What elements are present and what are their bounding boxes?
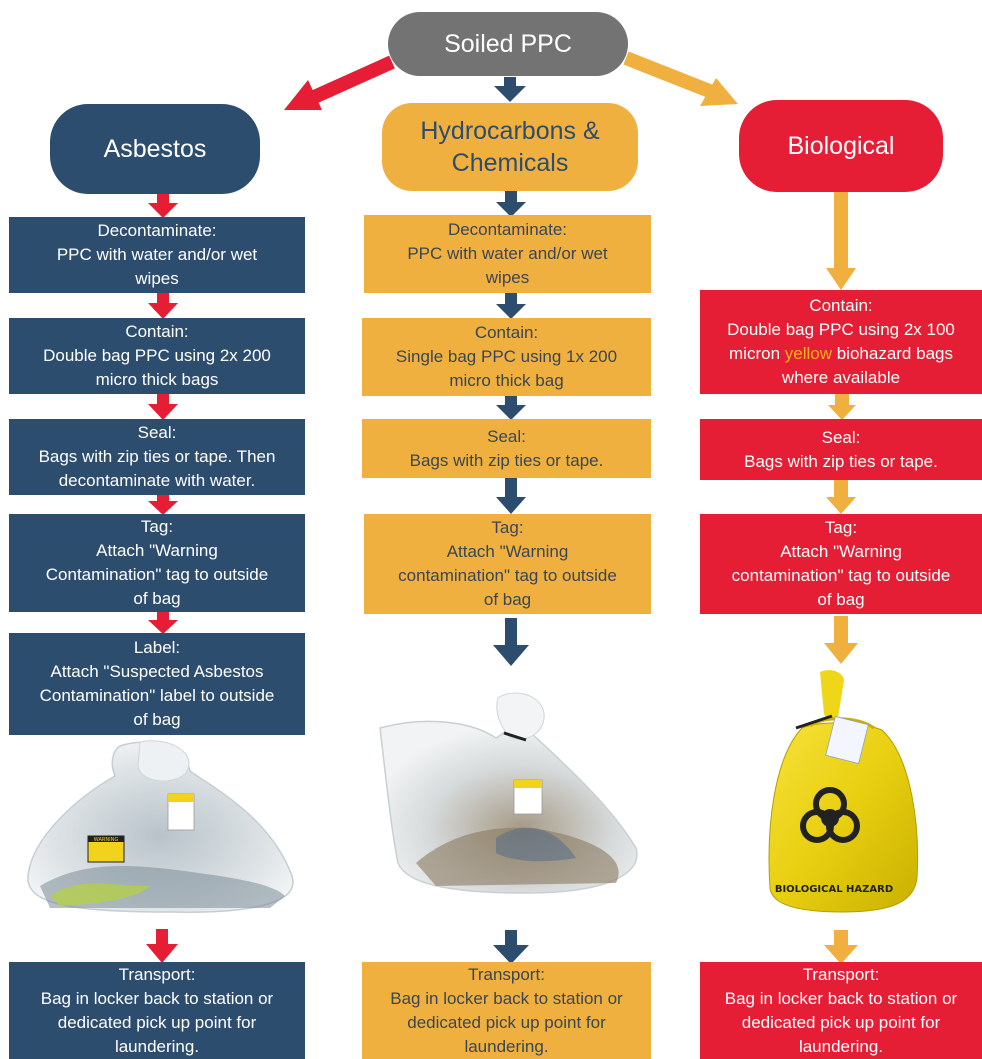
asbestos-header: Asbestos xyxy=(50,104,260,194)
clear-bag-photo-icon xyxy=(379,692,638,894)
arrow-down-icon xyxy=(493,930,529,964)
biological-step-transport: Transport: Bag in locker back to station… xyxy=(700,962,982,1059)
arrow-down-icon xyxy=(148,495,178,515)
arrow-down-icon xyxy=(146,929,178,963)
asbestos-step-contain: Contain: Double bag PPC using 2x 200 mic… xyxy=(9,318,305,394)
line2-pre: micron xyxy=(729,344,785,363)
arrow-down-icon xyxy=(828,394,856,420)
step-body: Single bag PPC using 1x 200 micro thick … xyxy=(395,347,618,390)
asbestos-header-label: Asbestos xyxy=(103,135,207,163)
step-title: Transport: xyxy=(468,964,545,984)
arrow-down-icon xyxy=(148,394,178,420)
step-title: Label: xyxy=(133,638,181,657)
step-body: Bag in locker back to station or dedicat… xyxy=(390,988,623,1056)
biological-step-tag: Tag: Attach "Warning contamination" tag … xyxy=(700,514,982,614)
step-title: Contain: xyxy=(474,323,539,342)
biological-step-seal: Seal: Bags with zip ties or tape. xyxy=(700,419,982,480)
chemicals-step-tag: Tag: Attach "Warning contamination" tag … xyxy=(364,514,651,614)
step-body-line2: micron yellow biohazard bags xyxy=(729,342,953,366)
arrow-down-icon xyxy=(493,618,529,666)
asbestos-step-tag: Tag: Attach "Warning Contamination" tag … xyxy=(9,514,305,612)
step-body: Double bag PPC using 2x 200 micro thick … xyxy=(43,346,271,389)
chemicals-step-seal: Seal: Bags with zip ties or tape. xyxy=(362,419,651,478)
step-title: Transport: xyxy=(118,964,196,984)
chemicals-step-contain: Contain: Single bag PPC using 1x 200 mic… xyxy=(362,318,651,396)
asbestos-step-seal: Seal: Bags with zip ties or tape. Then d… xyxy=(9,419,305,495)
asbestos-step-label: Label: Attach "Suspected Asbestos Contam… xyxy=(9,633,305,735)
step-body: Bag in locker back to station or dedicat… xyxy=(40,988,274,1056)
step-body: Bags with zip ties or tape. xyxy=(744,451,938,471)
arrow-down-icon xyxy=(496,191,526,217)
arrow-down-icon xyxy=(148,293,178,319)
arrow-down-icon xyxy=(496,396,526,420)
chemicals-header-label: Hydrocarbons & Chemicals xyxy=(420,117,600,177)
biohazard-bag-photo-icon: BIOLOGICAL HAZARD xyxy=(768,670,919,913)
asbestos-step-transport: Transport: Bag in locker back to station… xyxy=(9,962,305,1059)
arrow-down-icon xyxy=(826,192,856,290)
step-body: Attach "Warning contamination" tag to ou… xyxy=(398,542,617,609)
asbestos-step-decontaminate: Decontaminate: PPC with water and/or wet… xyxy=(9,217,305,293)
step-body: PPC with water and/or wet wipes xyxy=(56,245,258,288)
line2-post: biohazard bags xyxy=(832,344,953,363)
step-title: Transport: xyxy=(802,964,880,984)
root-node: Soiled PPC xyxy=(388,12,628,76)
step-body: Attach "Suspected Asbestos Contamination… xyxy=(39,662,275,729)
step-body: Attach "Warning contamination" tag to ou… xyxy=(731,542,951,609)
warning-tag-text: WARNING xyxy=(94,837,119,843)
step-body: Bag in locker back to station or dedicat… xyxy=(724,988,958,1056)
biological-header: Biological xyxy=(739,100,943,192)
biological-step-contain: Contain: Double bag PPC using 2x 100 mic… xyxy=(700,290,982,394)
step-title: Decontaminate: xyxy=(97,221,217,240)
step-body-line1: Double bag PPC using 2x 100 xyxy=(727,320,955,339)
root-label: Soiled PPC xyxy=(444,30,572,58)
step-body: PPC with water and/or wet wipes xyxy=(407,244,608,287)
step-title: Seal: xyxy=(137,423,177,442)
arrow-down-icon xyxy=(148,194,178,218)
biological-header-label: Biological xyxy=(787,132,895,160)
clear-bag-photo-icon: WARNING xyxy=(27,740,294,913)
step-body: Bags with zip ties or tape. Then deconta… xyxy=(38,447,276,490)
arrow-down-icon xyxy=(824,930,858,964)
chemicals-header: Hydrocarbons & Chemicals xyxy=(382,103,638,191)
step-title: Tag: xyxy=(824,518,858,537)
step-title: Seal: xyxy=(821,427,861,447)
chemicals-step-decontaminate: Decontaminate: PPC with water and/or wet… xyxy=(364,215,651,293)
step-title: Tag: xyxy=(491,518,524,537)
chemicals-step-transport: Transport: Bag in locker back to station… xyxy=(362,962,651,1059)
arrow-down-icon xyxy=(496,478,526,514)
step-title: Seal: xyxy=(487,426,526,446)
step-title: Decontaminate: xyxy=(447,220,568,239)
step-body: Bags with zip ties or tape. xyxy=(409,450,604,470)
arrow-down-icon xyxy=(496,293,526,319)
arrow-down-icon xyxy=(148,612,178,634)
step-body-line3: where available xyxy=(781,368,901,387)
biohazard-text: BIOLOGICAL HAZARD xyxy=(775,884,893,895)
yellow-highlight: yellow xyxy=(784,344,832,363)
arrow-down-icon xyxy=(826,480,856,514)
step-title: Contain: xyxy=(809,296,873,315)
step-body: Attach "Warning Contamination" tag to ou… xyxy=(45,541,269,608)
arrow-down-icon xyxy=(824,616,858,664)
step-title: Tag: xyxy=(140,517,174,536)
step-title: Contain: xyxy=(125,322,189,341)
